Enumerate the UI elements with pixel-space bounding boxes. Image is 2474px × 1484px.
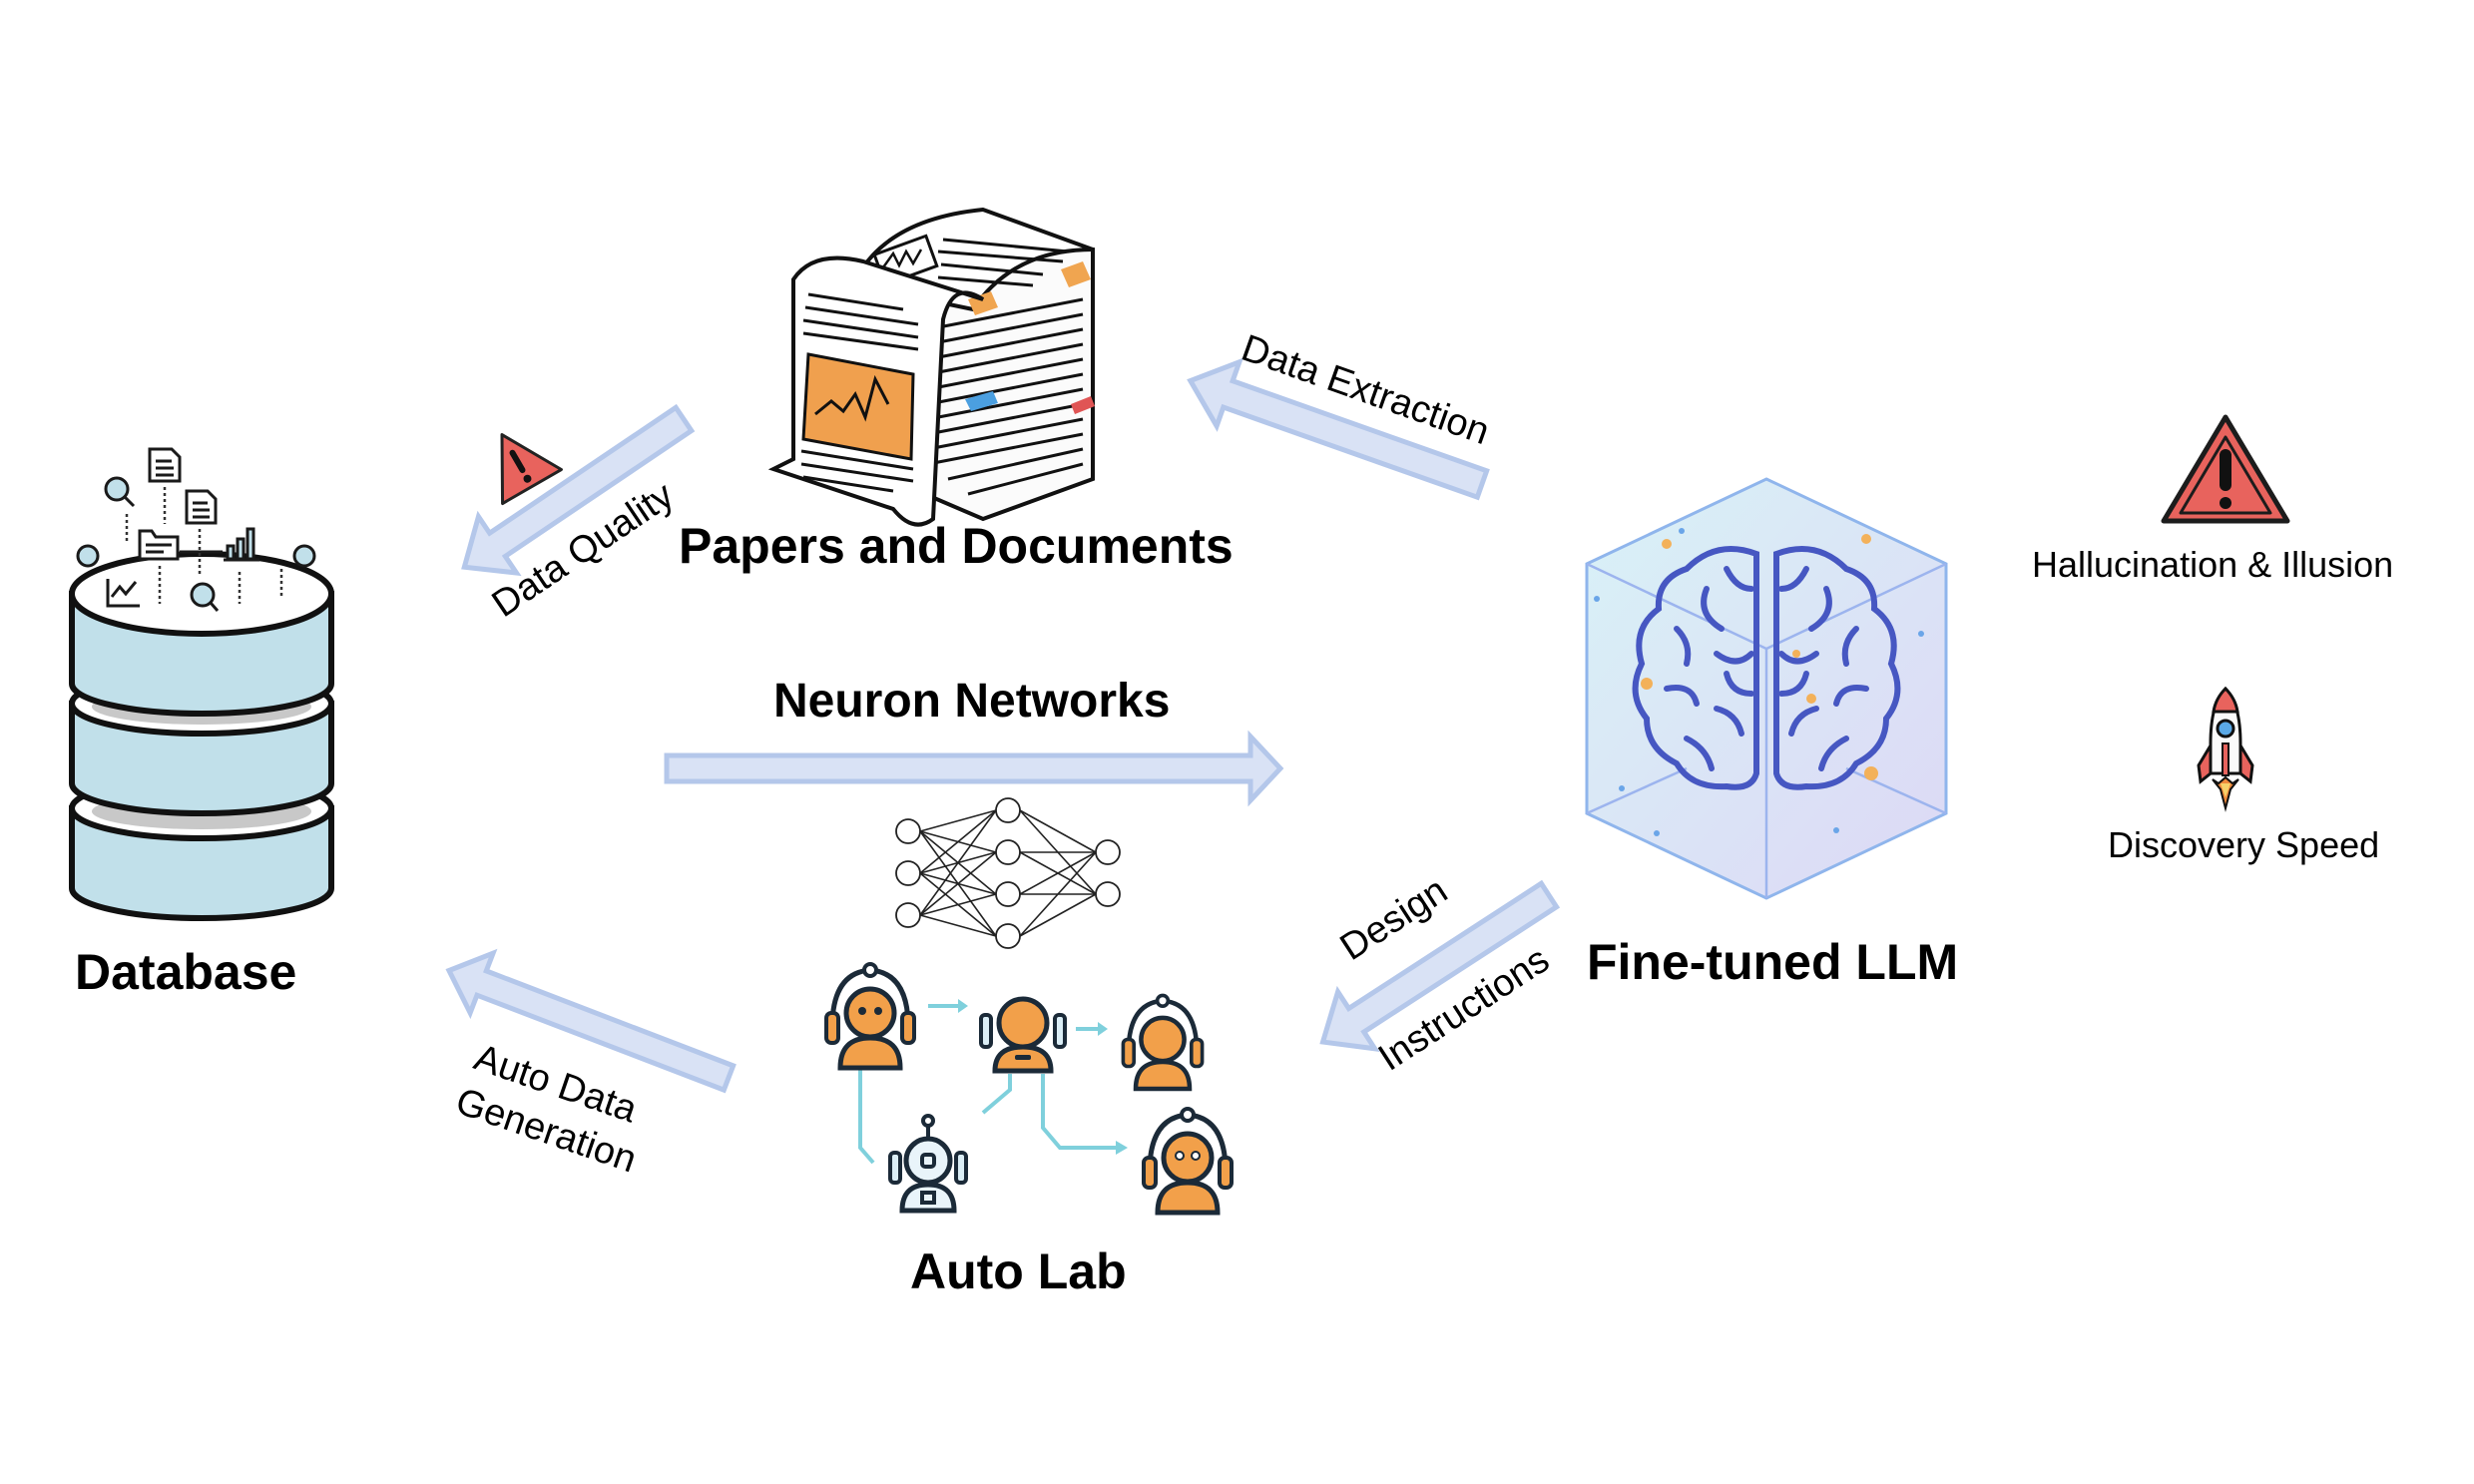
auto-lab-title: Auto Lab [910,1243,1127,1299]
nn-neuron-layer-1 [895,860,921,886]
nn-connection [1019,809,1097,853]
neuron-networks-arrow [664,730,1284,807]
design-instructions-arrow [1319,879,1561,1052]
nn-connection [919,851,997,916]
data-quality-arrow [461,403,696,577]
nn-connection [1019,851,1097,937]
database-icon [69,447,334,921]
neural-network-diagram [895,797,1121,949]
papers-documents-title: Papers and Documents [679,518,1234,574]
papers-documents-icon [767,207,1095,527]
nn-connection [919,809,997,874]
neuron-networks-title: Neuron Networks [773,675,1171,728]
data-quality-warning-icon [500,433,563,506]
auto-data-generation-arrow [445,948,737,1094]
auto-lab-icon [798,953,1237,1242]
nn-neuron-layer-2 [995,839,1021,865]
nn-neuron-layer-3 [1095,839,1121,865]
nn-connection [1019,851,1097,895]
nn-neuron-layer-2 [995,923,1021,949]
nn-neuron-layer-1 [895,902,921,928]
nn-neuron-layer-2 [995,797,1021,823]
fine-tuned-llm-title: Fine-tuned LLM [1587,934,1959,990]
nn-connection [919,914,997,937]
nn-connection [919,809,997,832]
database-title: Database [75,944,297,1000]
rocket-icon [2197,686,2254,812]
nn-neuron-layer-2 [995,881,1021,907]
hallucination-warning-icon [2161,414,2290,524]
nn-neuron-layer-3 [1095,881,1121,907]
data-extraction-arrow [1187,357,1490,501]
hallucination-label: Hallucination & Illusion [2032,544,2394,585]
nn-connection [919,893,997,916]
discovery-speed-label: Discovery Speed [2108,824,2380,865]
nn-neuron-layer-1 [895,818,921,844]
nn-connection [919,809,997,916]
nn-connection [1019,893,1097,937]
fine-tuned-llm-icon [1585,477,1948,900]
